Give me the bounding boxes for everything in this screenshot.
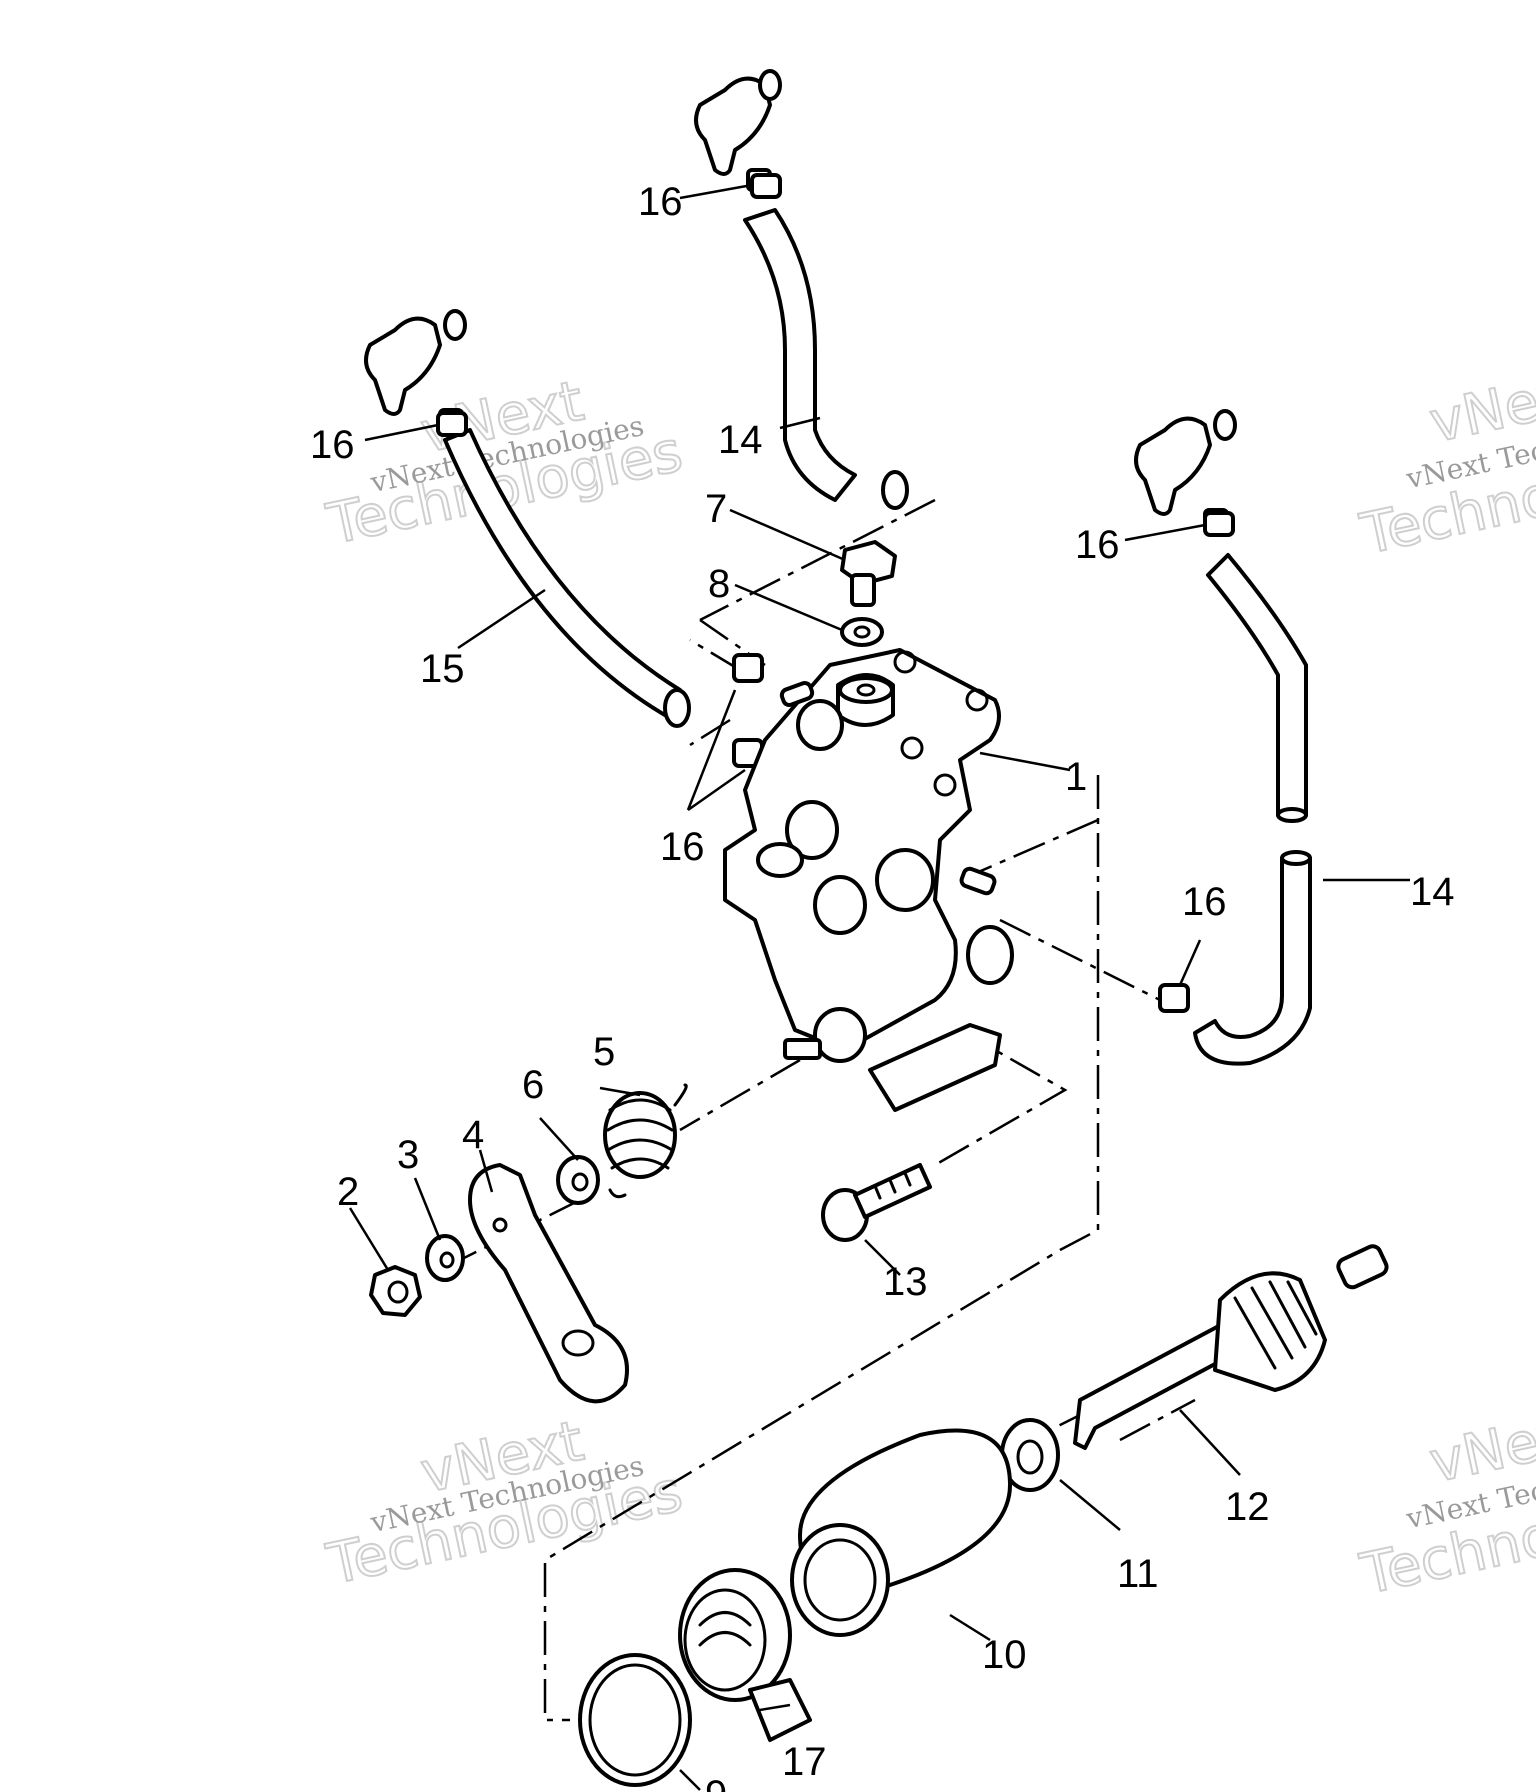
top-elbow-fitting: [694, 69, 782, 192]
leader-lines: [348, 183, 1410, 1791]
hose-14-right-upper: [1206, 553, 1308, 823]
callout-1: 1: [1065, 755, 1087, 799]
callout-13: 13: [883, 1260, 928, 1304]
spring-5: [603, 1083, 688, 1199]
o-ring-9: [578, 1653, 692, 1787]
callout-16-top: 16: [638, 180, 683, 224]
washer-6: [556, 1155, 600, 1205]
oil-pump-body: [723, 648, 1014, 1112]
nut-2: [369, 1265, 422, 1317]
callout-14-top: 14: [718, 418, 763, 462]
callout-8: 8: [708, 562, 730, 606]
callout-11: 11: [1117, 1552, 1159, 1596]
callout-12: 12: [1225, 1485, 1270, 1529]
callout-5: 5: [593, 1030, 615, 1074]
callout-10: 10: [982, 1633, 1027, 1677]
hose-14-top: [743, 208, 909, 510]
washer-8: [840, 617, 884, 647]
callout-16-right: 16: [1075, 523, 1120, 567]
callout-14-right: 14: [1410, 870, 1455, 914]
hose-14-right-lower: [1193, 850, 1312, 1066]
lever-4: [468, 1163, 629, 1404]
callout-6: 6: [522, 1063, 544, 1107]
watermark-right-top: vNext Technologies vNext Technologies: [1354, 357, 1536, 568]
bleed-bolt-7: [840, 540, 897, 607]
callout-16-left: 16: [310, 423, 355, 467]
callout-2: 2: [337, 1170, 359, 1214]
callout-17: 17: [782, 1740, 827, 1784]
callout-15: 15: [420, 647, 465, 691]
callout-3: 3: [397, 1133, 419, 1177]
washer-3: [425, 1234, 465, 1282]
callout-16-lower-right: 16: [1182, 880, 1227, 924]
watermark-left-bottom: vNext Technologies vNext Technologies: [320, 1408, 688, 1599]
screw-13: [821, 1163, 932, 1242]
callout-numbers: 16 16 16 14 7 8 15 1 16 14 16 5 6 4 3 2 …: [310, 180, 1455, 1792]
callout-9: 9: [705, 1773, 727, 1792]
hose-15: [443, 428, 691, 728]
bushing-10: [790, 1428, 1012, 1637]
callout-16-center: 16: [660, 825, 705, 869]
callout-4: 4: [462, 1113, 484, 1157]
gear-housing-17: [678, 1568, 812, 1742]
callout-7: 7: [705, 487, 727, 531]
watermark-right-bottom: vNext Technologies vNext Technologies: [1354, 1397, 1536, 1608]
gear-shaft-12: [1073, 1244, 1389, 1450]
assembly-lines: [459, 498, 1196, 1722]
